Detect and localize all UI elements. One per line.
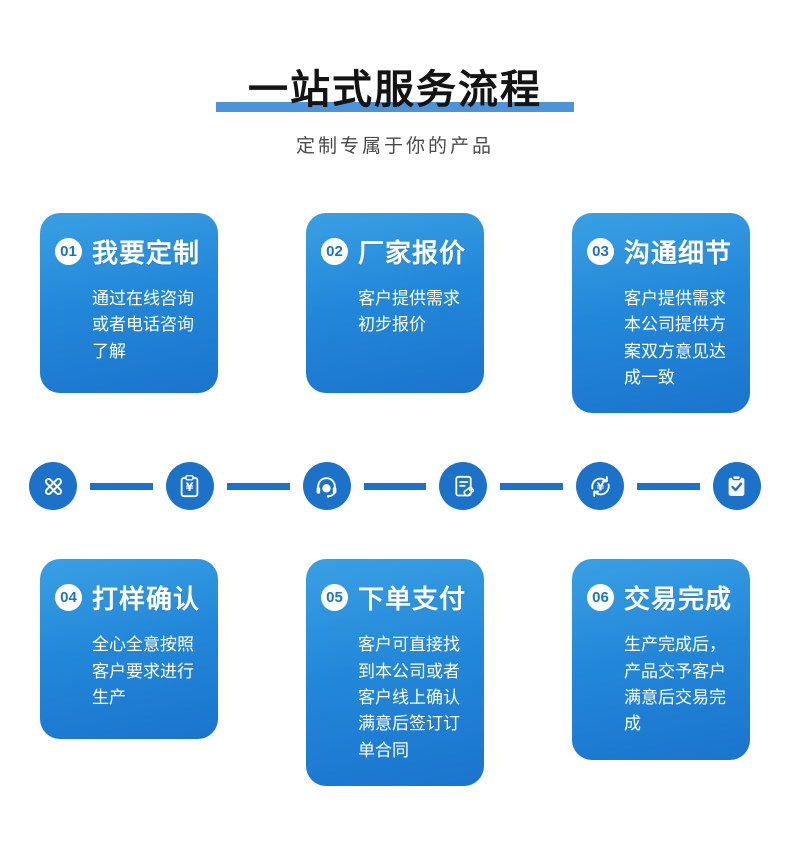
steps-row-top: 01 我要定制 通过在线咨询或者电话咨询了解 02 厂家报价 客户提供需求初步报…: [0, 213, 790, 414]
step-card-06: 06 交易完成 生产完成后，产品交予客户满意后交易完成: [572, 559, 750, 760]
customer-service-headset-icon: [302, 462, 351, 511]
step-description: 客户提供需求初步报价: [358, 289, 460, 335]
step-card-head: 05 下单支付: [321, 579, 472, 616]
step-title: 厂家报价: [358, 238, 467, 268]
flow-icon-row: ¥: [0, 462, 790, 511]
step-card-head: 01 我要定制: [55, 233, 206, 270]
step-number-badge: 05: [321, 584, 348, 612]
flow-connector: [226, 482, 290, 490]
step-description: 客户提供需求本公司提供方案双方意见达成一致: [624, 289, 726, 388]
step-card-head: 03 沟通细节: [587, 233, 738, 270]
title-underline-bar: [216, 102, 574, 112]
header: 一站式服务流程 定制专属于你的产品: [0, 0, 790, 158]
step-title: 下单支付: [358, 584, 467, 615]
step-card-04: 04 打样确认 全心全意按照客户要求进行生产: [40, 559, 218, 740]
svg-text:¥: ¥: [186, 481, 194, 494]
flow-connector: [90, 482, 153, 490]
steps-row-bottom: 04 打样确认 全心全意按照客户要求进行生产 05 下单支付 客户可直接找到本公…: [0, 559, 790, 787]
step-description: 生产完成后，产品交予客户满意后交易完成: [624, 635, 726, 734]
step-description: 客户可直接找到本公司或者客户线上确认满意后签订订单合同: [358, 635, 460, 760]
currency-cycle-icon: ¥: [576, 462, 625, 511]
clipboard-check-icon: [712, 462, 761, 511]
step-title: 打样确认: [92, 584, 201, 615]
step-description: 全心全意按照客户要求进行生产: [92, 635, 194, 708]
page-subtitle: 定制专属于你的产品: [295, 136, 494, 157]
flow-connector: [363, 482, 427, 490]
flow-connector: [637, 482, 700, 490]
step-card-head: 04 打样确认: [55, 579, 206, 616]
step-card-01: 01 我要定制 通过在线咨询或者电话咨询了解: [40, 213, 218, 393]
step-card-head: 02 厂家报价: [321, 233, 472, 270]
step-title: 交易完成: [624, 584, 733, 615]
svg-text:¥: ¥: [596, 480, 604, 493]
step-card-head: 06 交易完成: [587, 579, 738, 616]
pen-and-pencil-icon: [29, 462, 77, 511]
step-title: 我要定制: [92, 238, 201, 268]
step-card-02: 02 厂家报价 客户提供需求初步报价: [306, 213, 484, 393]
page-title-block: 一站式服务流程: [216, 66, 574, 114]
step-card-03: 03 沟通细节 客户提供需求本公司提供方案双方意见达成一致: [572, 213, 750, 414]
step-number-badge: 06: [587, 584, 614, 612]
page-title: 一站式服务流程: [248, 68, 542, 112]
step-number-badge: 01: [55, 238, 82, 265]
step-card-05: 05 下单支付 客户可直接找到本公司或者客户线上确认满意后签订订单合同: [306, 559, 484, 787]
step-description: 通过在线咨询或者电话咨询了解: [92, 289, 194, 361]
step-number-badge: 03: [587, 238, 614, 265]
flow-connector: [500, 482, 564, 490]
step-title: 沟通细节: [624, 238, 733, 268]
step-number-badge: 04: [55, 584, 82, 612]
price-clipboard-yen-icon: ¥: [165, 462, 214, 511]
document-tag-icon: [439, 462, 488, 511]
step-number-badge: 02: [321, 238, 348, 265]
